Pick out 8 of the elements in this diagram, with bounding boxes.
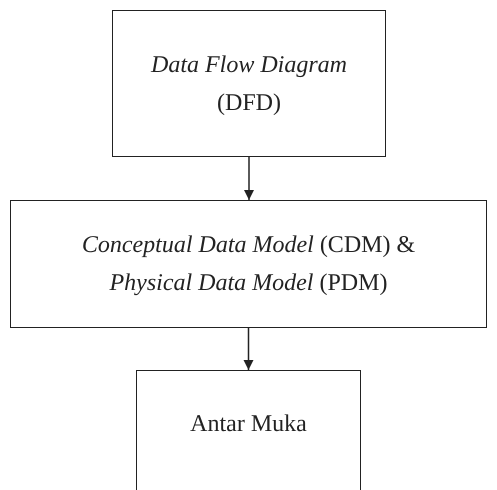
- arrow: [244, 157, 254, 200]
- box-label: Antar Muka: [190, 410, 307, 438]
- arrow: [244, 328, 254, 370]
- process-box: [136, 370, 361, 490]
- process-box: [112, 10, 386, 157]
- box-label: Data Flow Diagram (DFD): [150, 50, 348, 118]
- process-box: [10, 200, 487, 328]
- box-label: Conceptual Data Model (CDM) & Physical Data Model (PDM): [80, 231, 416, 298]
